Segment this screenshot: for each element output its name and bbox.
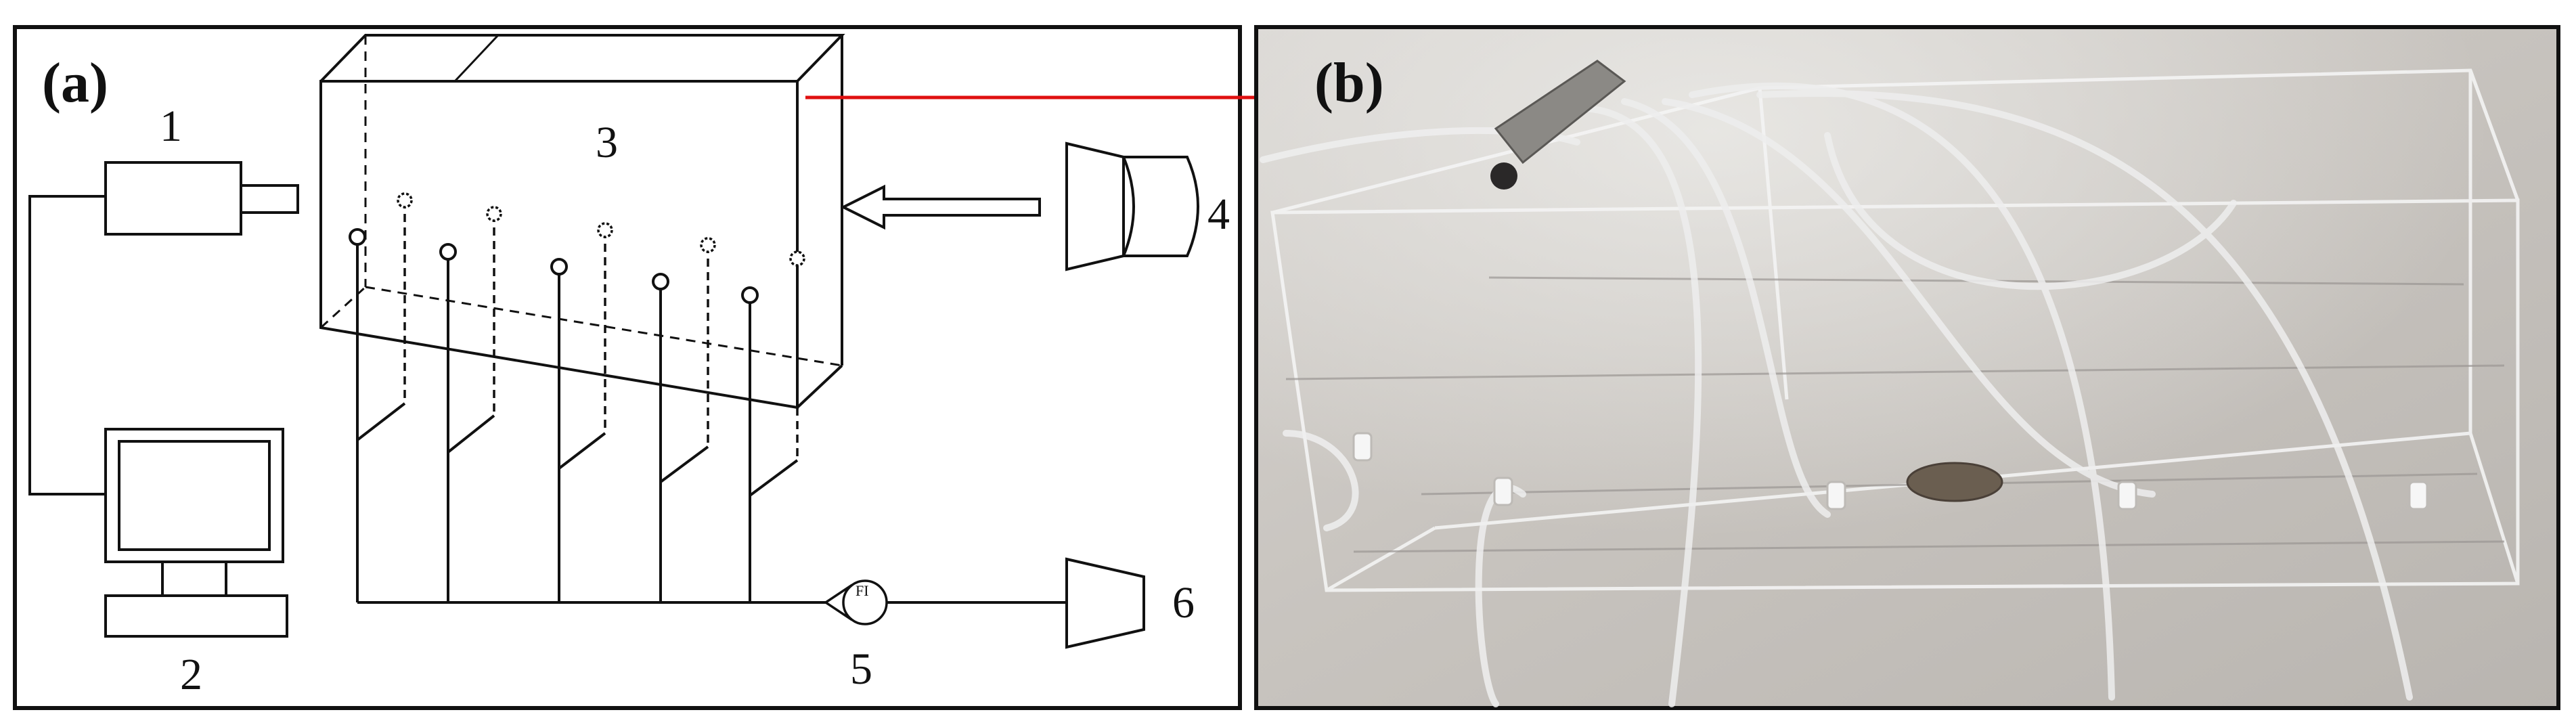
computer-icon [104,428,288,638]
probe-connectors [356,402,799,497]
component-5-label: 5 [850,644,872,694]
front-probes [349,228,759,602]
panel-a: (a) 1 2 3 [13,25,1242,710]
photo-opening [1906,462,2003,502]
component-3-label: 3 [596,118,618,167]
photo-probe-cluster [1490,60,1626,190]
panel-a-label: (a) [42,51,108,114]
photo-tubes [1260,82,2413,707]
flow-meter-text: FI [856,582,869,599]
panel-b-label: (b) [1314,51,1384,114]
camera-cable [28,195,106,495]
pump-icon [1065,557,1145,649]
component-6-label: 6 [1172,578,1195,627]
panel-b: (b) [1254,25,2560,710]
light-direction-arrow [840,184,1041,230]
component-1-label: 1 [160,102,182,151]
camera-icon [104,161,299,236]
photo-fittings [1352,432,2428,510]
light-source-icon [1065,141,1199,271]
back-probes [397,192,805,460]
component-2-label: 2 [180,650,202,699]
component-4-label: 4 [1207,190,1230,239]
